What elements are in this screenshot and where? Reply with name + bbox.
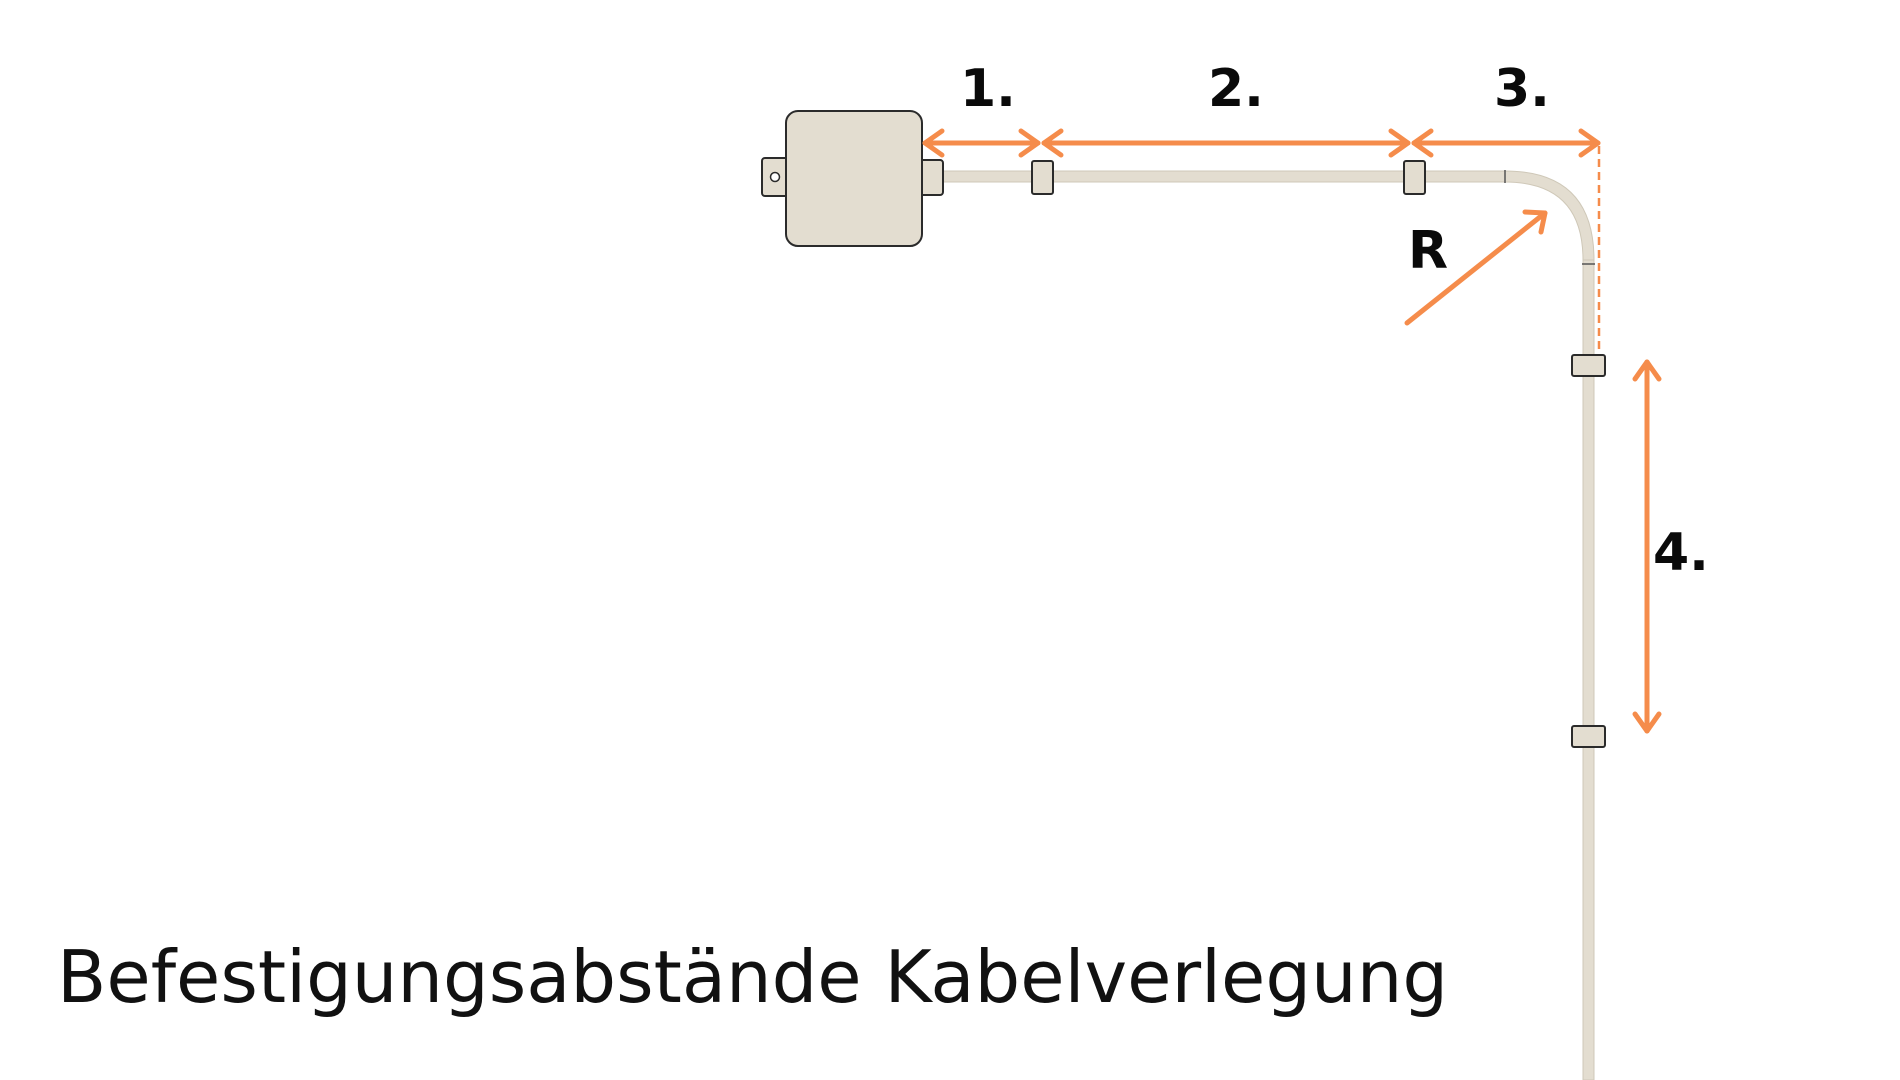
junction-box xyxy=(785,110,923,247)
cable-clip-4 xyxy=(1571,725,1606,748)
segment-4-label: 4. xyxy=(1653,523,1709,583)
radius-label: R xyxy=(1408,221,1448,281)
radius-arrow xyxy=(1404,209,1548,326)
diagram-caption: Befestigungsabstände Kabelverlegung xyxy=(57,935,1449,1019)
dimension-arrow-1 xyxy=(922,128,1041,158)
dimension-arrow-2 xyxy=(1041,128,1411,158)
segment-2-label: 2. xyxy=(1208,59,1264,119)
mounting-hole xyxy=(769,171,781,183)
segment-3-label: 3. xyxy=(1494,59,1550,119)
cable-clip-2 xyxy=(1403,160,1426,195)
cable-vertical xyxy=(1582,259,1595,1080)
dimension-arrow-4 xyxy=(1632,359,1662,734)
cable-bend xyxy=(1504,170,1595,261)
cable-clip-1 xyxy=(1031,160,1054,195)
dimension-arrow-3 xyxy=(1411,128,1601,158)
cable-clip-3 xyxy=(1571,354,1606,377)
segment-1-label: 1. xyxy=(960,59,1016,119)
